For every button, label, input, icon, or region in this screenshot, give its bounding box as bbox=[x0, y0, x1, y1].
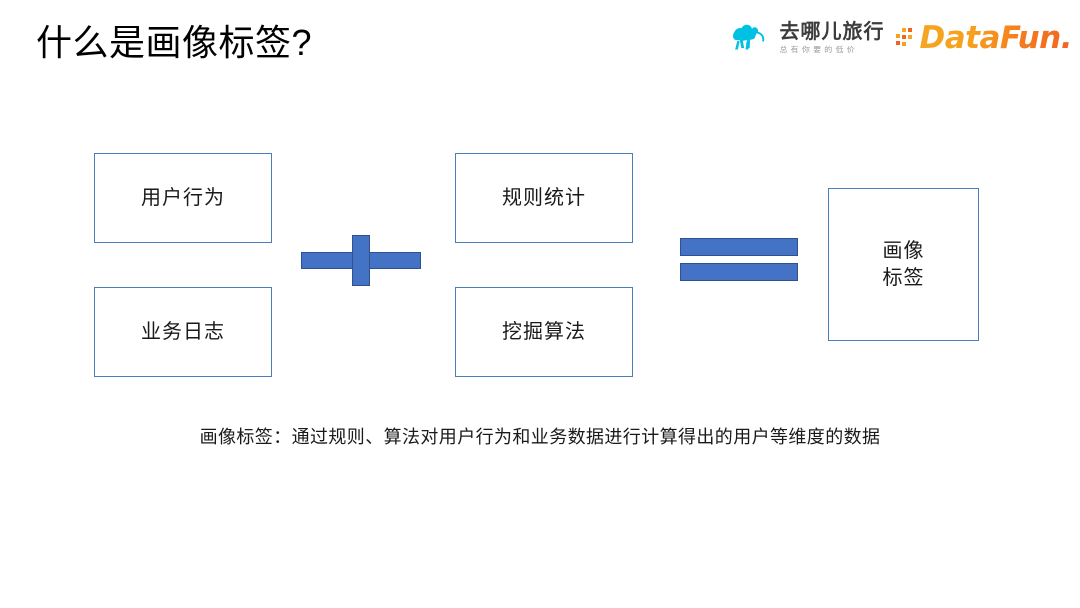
equals-operator-icon bbox=[680, 238, 798, 281]
flow-box-label: 挖掘算法 bbox=[502, 320, 586, 343]
page-title: 什么是画像标签? bbox=[36, 22, 313, 63]
flow-box-label: 画像 标签 bbox=[882, 240, 925, 289]
flow-box-rule-statistics: 规则统计 bbox=[455, 153, 633, 243]
flow-box-label: 用户行为 bbox=[141, 186, 225, 209]
flow-box-profile-tag: 画像 标签 bbox=[828, 188, 979, 341]
flow-box-user-behavior: 用户行为 bbox=[94, 153, 272, 243]
caption-text: 画像标签：通过规则、算法对用户行为和业务数据进行计算得出的用户等维度的数据 bbox=[199, 427, 881, 447]
qunar-brand-name: 去哪儿旅行 bbox=[779, 21, 885, 43]
qunar-text: 去哪儿旅行 总有你要的低价 bbox=[779, 22, 884, 54]
equals-bottom-bar bbox=[680, 263, 798, 281]
flow-box-mining-algorithm: 挖掘算法 bbox=[455, 287, 633, 377]
plus-center-fill bbox=[353, 253, 369, 268]
flow-box-label: 业务日志 bbox=[141, 320, 225, 343]
logo-bar: 去哪儿旅行 总有你要的低价 DataFun. bbox=[731, 21, 1072, 55]
dots-icon bbox=[896, 25, 916, 51]
flow-box-label: 规则统计 bbox=[502, 186, 586, 209]
qunar-tagline: 总有你要的低价 bbox=[779, 45, 858, 54]
camel-icon bbox=[731, 21, 773, 55]
qunar-logo: 去哪儿旅行 总有你要的低价 bbox=[731, 21, 884, 55]
datafun-brand-name: DataFun. bbox=[919, 19, 1072, 56]
plus-operator-icon bbox=[301, 235, 421, 286]
equals-top-bar bbox=[680, 238, 798, 256]
flow-box-business-log: 业务日志 bbox=[94, 287, 272, 377]
datafun-logo: DataFun. bbox=[896, 19, 1072, 56]
